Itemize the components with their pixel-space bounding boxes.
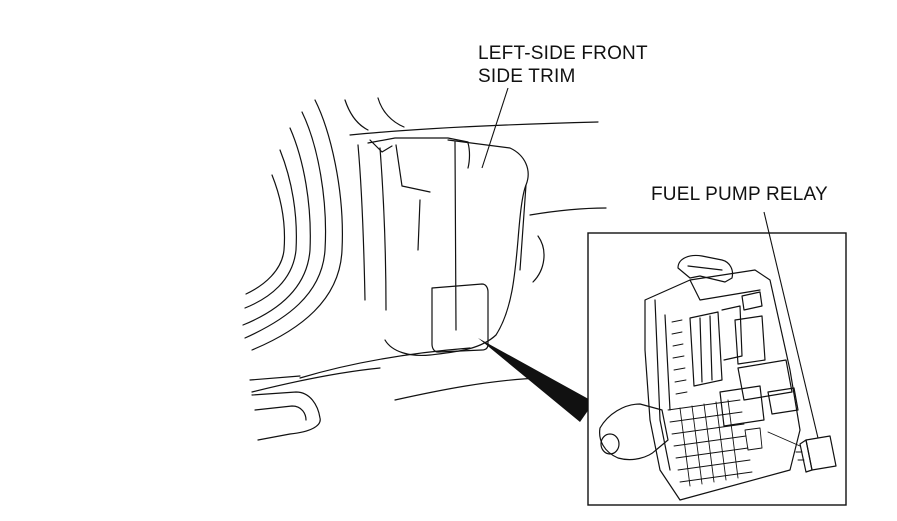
label-side-trim-line1: LEFT-SIDE FRONT: [478, 43, 648, 64]
leader-line-relay: [763, 211, 819, 439]
vehicle-body-outline: [242, 97, 607, 441]
label-side-trim: LEFT-SIDE FRONT SIDE TRIM: [478, 42, 648, 88]
label-fuel-pump-relay: FUEL PUMP RELAY: [651, 184, 828, 205]
fuse-column-left: [671, 319, 688, 395]
leader-line-trim: [481, 87, 509, 169]
zoom-callout-wedge: [478, 338, 594, 422]
label-side-trim-line2: SIDE TRIM: [478, 66, 576, 87]
fuel-pump-relay: [767, 431, 837, 473]
fuse-relay-block: [599, 254, 837, 501]
fuse-grid: [667, 399, 763, 487]
